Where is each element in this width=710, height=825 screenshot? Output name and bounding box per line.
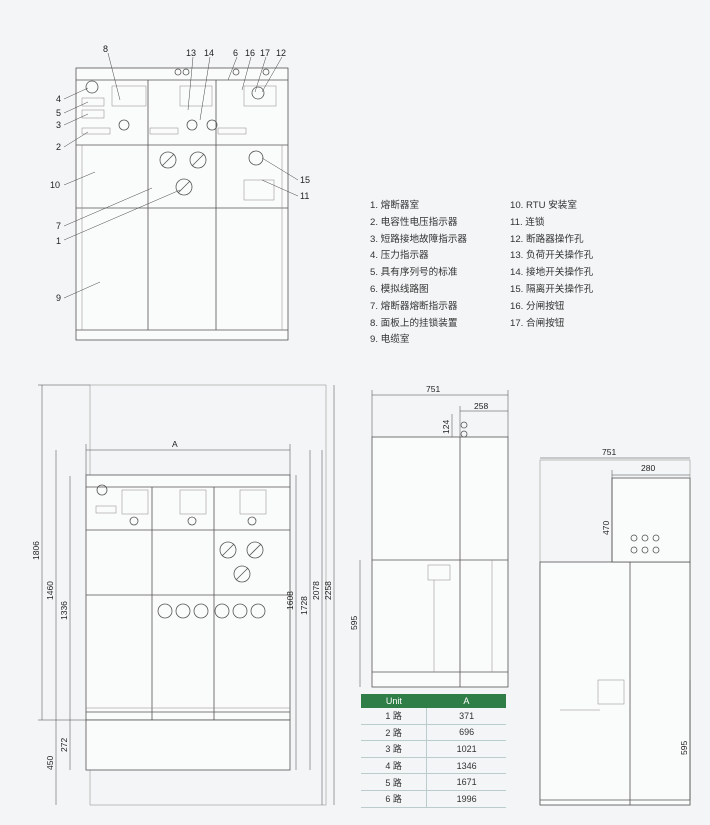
callout-5: 5 (56, 108, 61, 118)
table-cell: 2 路 (361, 724, 428, 742)
table-cell: 3 路 (361, 740, 428, 758)
legend-item: 11. 连锁 (510, 216, 545, 228)
dim-258: 258 (474, 401, 488, 411)
table-cell: 696 (426, 724, 506, 742)
front-view-dimensioned (38, 384, 335, 806)
table-cell: 6 路 (361, 790, 428, 808)
dim-1336: 1336 (59, 601, 69, 620)
dim-751-b: 751 (602, 447, 616, 457)
legend-item: 5. 具有序列号的标准 (370, 267, 458, 279)
table-cell: 1021 (426, 740, 506, 758)
table-header-a: A (426, 694, 506, 708)
table-cell: 371 (426, 708, 506, 725)
callout-numbers: 8 13 14 6 16 17 12 4 5 3 2 10 7 1 9 15 1… (50, 44, 310, 303)
dim-2078: 2078 (311, 581, 321, 600)
dim-280: 280 (641, 463, 655, 473)
callout-12: 12 (276, 48, 286, 58)
table-cell: 5 路 (361, 773, 428, 791)
legend-item: 8. 面板上的挂锁装置 (370, 317, 458, 329)
legend-item: 4. 压力指示器 (370, 250, 429, 262)
callout-17: 17 (260, 48, 270, 58)
callout-15: 15 (300, 175, 310, 185)
table-header-unit: Unit (361, 694, 427, 708)
callout-14: 14 (204, 48, 214, 58)
dim-1460: 1460 (45, 581, 55, 600)
callout-9: 9 (56, 293, 61, 303)
legend-item: 15. 隔离开关操作孔 (510, 283, 594, 295)
legend-item: 7. 熔断器熔断指示器 (370, 300, 458, 312)
dim-470: 470 (601, 521, 611, 535)
legend-item: 6. 模拟线路图 (370, 283, 429, 295)
callout-10: 10 (50, 180, 60, 190)
legend-item: 13. 负荷开关操作孔 (510, 250, 594, 262)
table-cell: 4 路 (361, 757, 428, 775)
legend-item: 17. 合闸按钮 (510, 317, 565, 329)
legend-item: 12. 断路器操作孔 (510, 233, 584, 245)
legend-item: 3. 短路接地故障指示器 (370, 233, 468, 245)
side-view-1-labels: 751 258 124 595 (349, 384, 488, 630)
legend-item: 1. 熔断器室 (370, 200, 420, 211)
legend-right-column: 10. RTU 安装室 11. 连锁 12. 断路器操作孔 13. 负荷开关操作… (510, 198, 593, 332)
dim-751-a: 751 (426, 384, 440, 394)
legend-item: 10. RTU 安装室 (510, 200, 577, 211)
legend-item: 9. 电缆室 (370, 334, 410, 346)
table-cell: 1996 (426, 790, 506, 808)
side-view-2 (539, 457, 691, 806)
legend-item: 2. 电容性电压指示器 (370, 216, 458, 228)
callout-1: 1 (56, 236, 61, 246)
dim-450: 450 (45, 756, 55, 770)
dim-595-b: 595 (679, 741, 689, 755)
callout-6: 6 (233, 48, 238, 58)
callout-8: 8 (103, 44, 108, 54)
panel-front-view (63, 52, 299, 341)
table-cell: 1 路 (361, 708, 428, 725)
callout-2: 2 (56, 142, 61, 152)
callout-3: 3 (56, 120, 61, 130)
dim-124: 124 (441, 420, 451, 434)
dim-595-a: 595 (349, 616, 359, 630)
callout-11: 11 (300, 191, 309, 201)
table-cell: 1671 (426, 773, 506, 791)
table-cell: 1346 (426, 757, 506, 775)
dim-1806: 1806 (31, 541, 41, 560)
table-header-row: Unit A (361, 694, 506, 708)
side-view-2-labels: 751 280 470 595 (601, 447, 689, 755)
legend-item: 14. 接地开关操作孔 (510, 267, 594, 279)
legend-item: 16. 分闸按钮 (510, 300, 565, 312)
callout-4: 4 (56, 94, 61, 104)
dim-1728: 1728 (299, 596, 309, 615)
callout-13: 13 (186, 48, 196, 58)
dim-272: 272 (59, 738, 69, 752)
side-view-1 (359, 390, 509, 688)
legend-left-column: 1. 熔断器室 2. 电容性电压指示器 3. 短路接地故障指示器 4. 压力指示… (370, 198, 467, 349)
front-view-dimension-labels: A 1806 1460 1336 450 272 1608 1728 2078 … (31, 439, 333, 770)
callout-7: 7 (56, 221, 61, 231)
dim-1608: 1608 (285, 591, 295, 610)
callout-16: 16 (245, 48, 255, 58)
dim-2258: 2258 (323, 581, 333, 600)
dim-a: A (172, 439, 178, 449)
